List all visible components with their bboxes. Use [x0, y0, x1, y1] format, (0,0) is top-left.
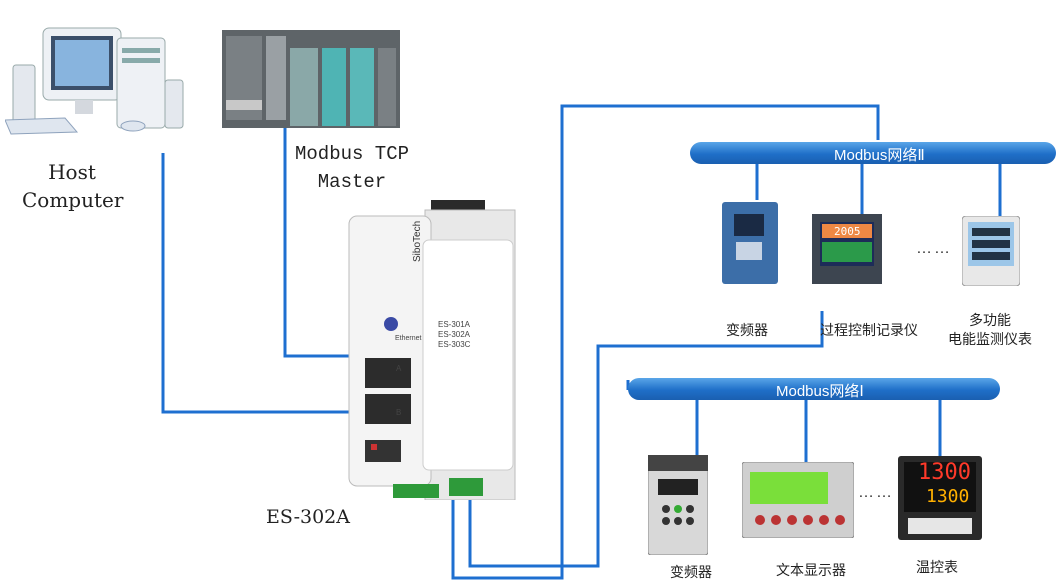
- host-label-line2: Computer: [22, 188, 124, 212]
- modbus-network-1-label: Modbus网络Ⅰ: [776, 383, 864, 400]
- net2-device-3-label: 多功能 电能监测仪表: [948, 312, 1032, 350]
- temperature-display-bottom: 1300: [926, 486, 970, 507]
- text-display-icon: [741, 461, 855, 539]
- gateway-option-1: ES-301A: [438, 320, 471, 329]
- plc-icon: [222, 30, 400, 128]
- temperature-display-top: 1300: [918, 460, 971, 485]
- gateway-port-a: A: [396, 364, 402, 373]
- modbus-network-1-bus: Modbus网络Ⅰ: [628, 378, 1000, 400]
- inverter-icon-net1: [647, 454, 709, 556]
- modbus-network-2-bus: Modbus网络Ⅱ: [690, 142, 1056, 164]
- gateway-port-b: B: [396, 408, 402, 417]
- gateway-device: [345, 200, 525, 501]
- gateway-option-2: ES-302A: [438, 330, 471, 339]
- net1-device-1-label: 变频器: [670, 565, 712, 581]
- temperature-controller-icon: [898, 456, 982, 540]
- modbus-network-2-label: Modbus网络Ⅱ: [834, 147, 925, 164]
- net2-device-3-label-line2: 电能监测仪表: [948, 332, 1032, 348]
- process-recorder-display: 2005: [834, 225, 861, 238]
- inverter-icon-net2: [722, 202, 778, 284]
- process-recorder-icon: [812, 214, 882, 284]
- plc-label-line1: Modbus TCP: [294, 143, 410, 165]
- host-computer-icon: [4, 20, 190, 135]
- gateway-port-label: Ethernet: [395, 335, 422, 342]
- gateway-model-label: ES-302A: [266, 506, 350, 528]
- network1-ellipsis: ……: [858, 484, 894, 501]
- gateway-brand: SiboTech: [412, 220, 423, 262]
- net1-device-2-label: 文本显示器: [776, 563, 846, 579]
- host-label-line1: Host: [48, 160, 96, 184]
- network2-ellipsis: ……: [916, 240, 952, 257]
- net1-device-3-label: 温控表: [916, 560, 958, 576]
- plc-label: Modbus TCP Master: [290, 140, 414, 196]
- host-computer-label: Host Computer: [22, 158, 124, 214]
- net2-device-1-label: 变频器: [726, 323, 768, 339]
- plc-label-line2: Master: [317, 171, 387, 193]
- power-meter-icon: [961, 215, 1021, 287]
- net2-device-2-label: 过程控制记录仪: [820, 323, 918, 339]
- net2-device-3-label-line1: 多功能: [969, 313, 1011, 329]
- gateway-option-3: ES-303C: [438, 340, 471, 349]
